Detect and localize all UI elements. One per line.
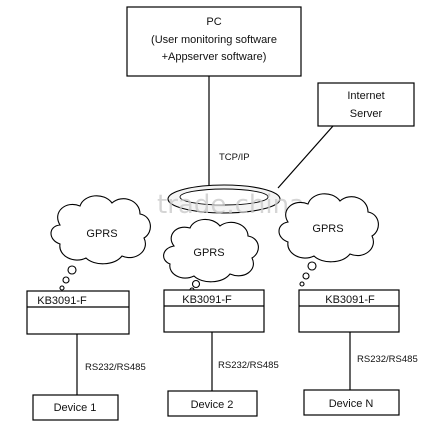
gprs-cloud-3: GPRS (278, 193, 379, 287)
internet-server-node: Internet Server (317, 82, 415, 127)
device-1: Device 1 (32, 394, 119, 421)
network-ring-inner (179, 188, 269, 206)
device-1-label: Device 1 (54, 402, 97, 414)
gprs-cloud-2-bubble-1 (191, 279, 201, 289)
gprs-cloud-2-shape (163, 218, 259, 283)
gprs-cloud-3-bubble-1 (307, 261, 317, 271)
gprs-cloud-3-shape (278, 193, 379, 263)
device-2: Device 2 (167, 390, 258, 417)
device-n-box (303, 389, 400, 416)
module-2-box (163, 289, 265, 333)
link-label-2: RS232/RS485 (218, 360, 279, 371)
pc-software-line2: +Appserver software) (162, 51, 267, 63)
device-n: Device N (303, 389, 400, 416)
gprs-cloud-3-label: GPRS (312, 223, 343, 235)
pc-box (126, 6, 302, 77)
internet-server-box (317, 82, 415, 127)
module-1: KB3091-F (26, 290, 130, 335)
module-1-label: KB3091-F (37, 295, 87, 307)
module-1-box (26, 290, 130, 335)
network-ring (167, 184, 281, 214)
module-2-label: KB3091-F (182, 294, 232, 306)
gprs-cloud-3-bubble-3 (299, 281, 305, 287)
device-1-box (32, 394, 119, 421)
internet-server-line2: Server (350, 108, 383, 120)
gprs-cloud-2-label: GPRS (193, 247, 224, 259)
gprs-cloud-2: GPRS (163, 218, 259, 293)
device-2-box (167, 390, 258, 417)
gprs-cloud-1-shape (50, 195, 151, 265)
gprs-cloud-3-bubble-2 (302, 272, 310, 280)
module-3-box (298, 289, 400, 333)
internet-server-line1: Internet (347, 90, 384, 102)
pc-node: PC (User monitoring software +Appserver … (126, 6, 302, 77)
link-label-3: RS232/RS485 (357, 354, 418, 365)
server-link-line (277, 125, 334, 189)
module-3: KB3091-F (298, 289, 400, 333)
gprs-cloud-1-label: GPRS (86, 228, 117, 240)
module-2: KB3091-F (163, 289, 265, 333)
gprs-cloud-1: GPRS (50, 195, 151, 291)
device-n-label: Device N (329, 398, 374, 410)
gprs-cloud-1-bubble-3 (59, 285, 65, 291)
pc-software-line1: (User monitoring software (151, 34, 277, 46)
gprs-cloud-1-bubble-1 (67, 265, 77, 275)
link-label-1: RS232/RS485 (85, 362, 146, 373)
pc-title: PC (206, 16, 221, 28)
gprs-cloud-1-bubble-2 (62, 276, 70, 284)
tcpip-label: TCP/IP (219, 152, 250, 163)
module-3-label: KB3091-F (325, 294, 375, 306)
device-2-label: Device 2 (191, 399, 234, 411)
